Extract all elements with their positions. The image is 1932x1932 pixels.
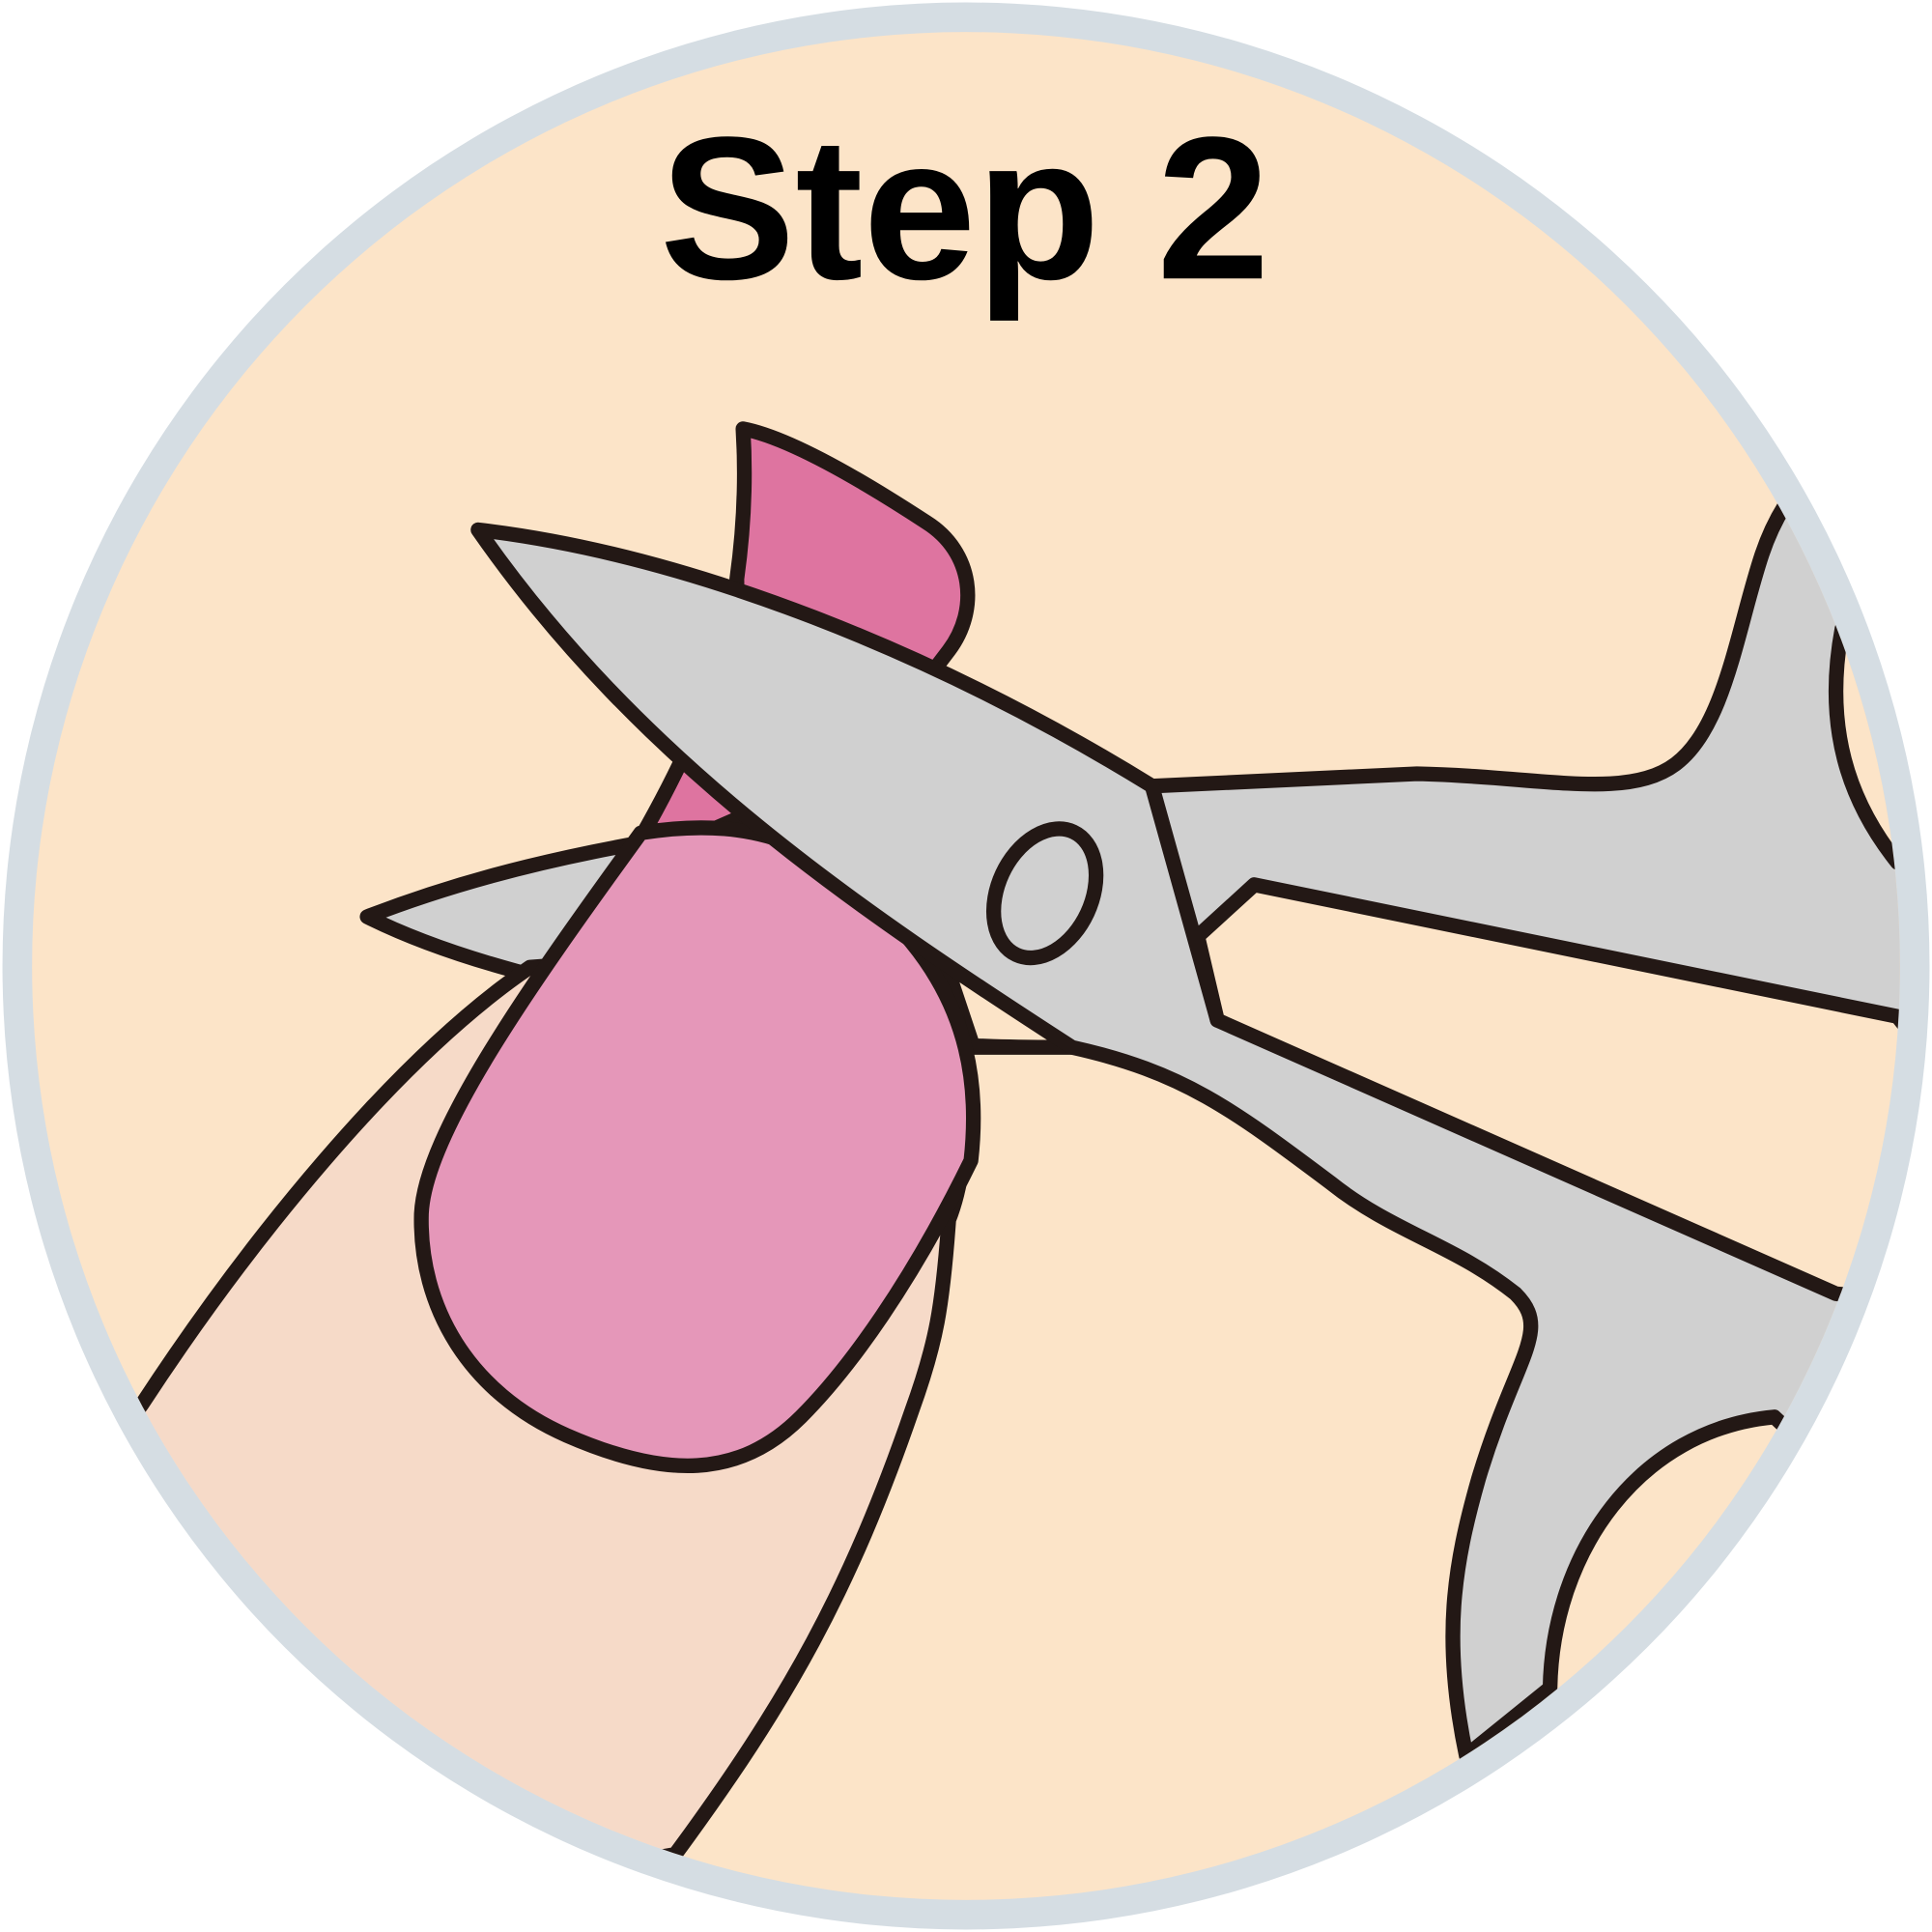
- step-title: Step 2: [660, 94, 1270, 322]
- scissors-upper-blade: [470, 436, 1900, 1764]
- scissors-pivot-screw: [985, 821, 1104, 966]
- blade-edge-line: [1144, 779, 1225, 1028]
